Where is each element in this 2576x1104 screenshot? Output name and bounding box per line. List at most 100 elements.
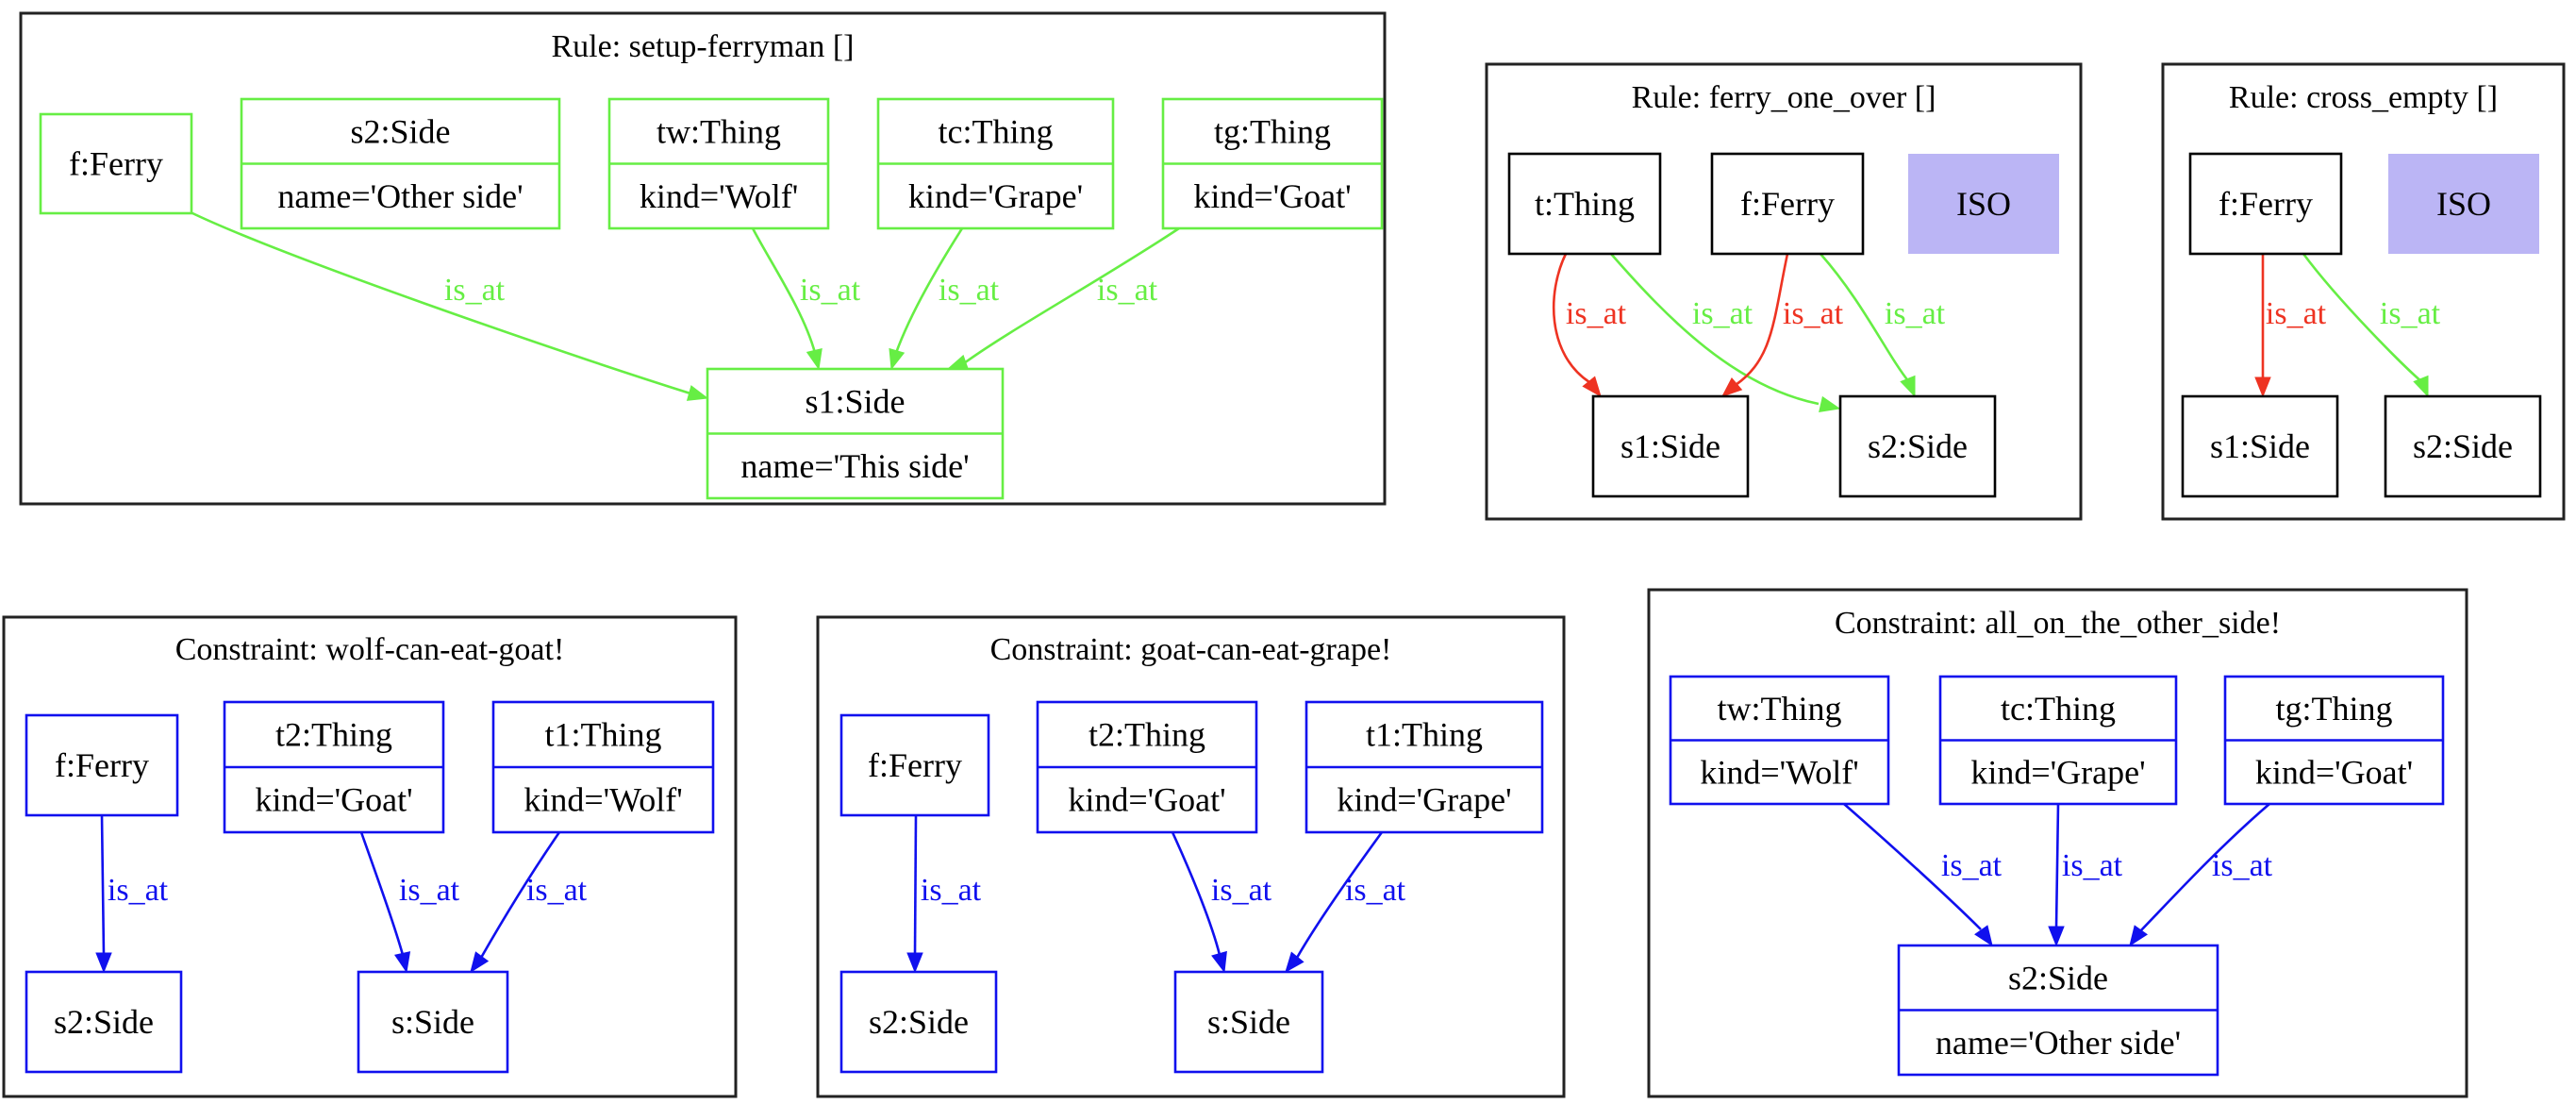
panel-title: Constraint: goat-can-eat-grape! [990, 632, 1392, 667]
node-box [2384, 394, 2542, 498]
node-s2-side: s2:Side [25, 970, 183, 1074]
node-attribute: kind='Grape' [908, 177, 1083, 215]
node-name: f:Ferry [2219, 185, 2313, 223]
edge-line [1820, 253, 1911, 383]
node-name: s1:Side [1620, 427, 1720, 465]
arrowhead [1285, 951, 1305, 974]
node-s1-side: s1:Side [2181, 394, 2339, 498]
panel-constraint-all-on-the-other-side: Constraint: all_on_the_other_side! is_at i… [1647, 588, 2468, 1098]
node-box [2188, 152, 2343, 256]
edge-f-to-s2: is_at [2302, 253, 2441, 398]
arrowhead [686, 385, 709, 401]
edge-label: is_at [921, 873, 982, 908]
edge-ferry-to-s1: is_at [190, 210, 709, 401]
node-box [39, 112, 193, 215]
node-name: s:Side [1207, 1003, 1290, 1041]
panel-title: Rule: ferry_one_over [] [1632, 80, 1936, 115]
node-box [1507, 152, 1662, 256]
node-attribute: name='Other side' [277, 177, 523, 215]
edge-label: is_at [108, 873, 169, 908]
node-name: t:Thing [1535, 185, 1635, 223]
node-tg-thing: tg:Thing kind='Goat' [2223, 675, 2445, 806]
node-name: s2:Side [54, 1003, 154, 1041]
node-f-ferry: f:Ferry [25, 713, 179, 817]
edge-label: is_at [526, 873, 588, 908]
arrowhead [1720, 377, 1743, 397]
edge-line [2302, 253, 2423, 383]
arrowhead [394, 951, 411, 974]
edge-f-to-s1: is_at [2254, 254, 2327, 398]
edge-t2-to-s: is_at [359, 831, 460, 974]
arrowhead [2413, 375, 2429, 398]
node-name: s:Side [391, 1003, 474, 1041]
node-box [1710, 152, 1865, 256]
node-name: tw:Thing [1718, 690, 1842, 728]
panel-frame [816, 615, 1566, 1098]
edge-line [913, 814, 918, 956]
node-box [357, 970, 509, 1074]
edge-t-to-s2: is_at [1610, 253, 1841, 412]
node-s1-side: s1:Side name='This side' [706, 367, 1005, 500]
edge-line [751, 227, 817, 354]
edge-t1-to-s: is_at [1285, 831, 1406, 974]
node-attribute: kind='Goat' [2255, 753, 2413, 791]
node-name: t2:Thing [1089, 716, 1205, 754]
arrowhead [1974, 925, 1993, 947]
node-name: f:Ferry [55, 746, 149, 784]
node-name: tg:Thing [2276, 690, 2393, 728]
edge-line [100, 814, 106, 956]
panel-frame [1647, 588, 2468, 1098]
edge-line [2054, 803, 2060, 929]
node-box [25, 713, 179, 817]
node-f-ferry: f:Ferry [1710, 152, 1865, 256]
arrowhead [95, 952, 112, 974]
edge-line [963, 226, 1180, 365]
node-name: s2:Side [2413, 427, 2513, 465]
edge-line [894, 227, 964, 354]
node-name: s2:Side [1868, 427, 1968, 465]
node-box [1838, 394, 1997, 498]
edge-line [2138, 803, 2270, 933]
node-t2-thing: t2:Thing kind='Goat' [1036, 700, 1258, 834]
node-attribute: kind='Goat' [1068, 781, 1225, 819]
node-name: s1:Side [805, 382, 905, 420]
node-name: s2:Side [2008, 959, 2108, 996]
iso-box [1908, 154, 2059, 254]
edge-label: is_at [1941, 848, 2003, 883]
node-name: f:Ferry [868, 746, 962, 784]
node-name: s1:Side [2210, 427, 2310, 465]
edge-tc-to-s1: is_at [889, 227, 1000, 371]
edge-tg-to-s2: is_at [2129, 803, 2273, 947]
node-f-ferry: f:Ferry [39, 112, 193, 215]
node-iso: ISO [2388, 154, 2539, 254]
edge-tw-to-s1: is_at [751, 227, 861, 371]
edge-line [1552, 253, 1590, 384]
iso-box [2388, 154, 2539, 254]
iso-label: ISO [2436, 185, 2491, 223]
node-name: tc:Thing [2001, 690, 2116, 728]
edge-f-to-s1: is_at [1720, 253, 1844, 397]
arrowhead [1211, 950, 1227, 974]
node-s-side: s:Side [1173, 970, 1324, 1074]
edge-line [1610, 253, 1820, 406]
node-s1-side: s1:Side [1591, 394, 1750, 498]
node-attribute: name='This side' [740, 447, 969, 485]
node-name: t1:Thing [1366, 716, 1483, 754]
panel-title: Constraint: all_on_the_other_side! [1835, 606, 2281, 641]
arrowhead [806, 348, 823, 371]
node-attribute: kind='Wolf' [1700, 753, 1858, 791]
node-attribute: kind='Grape' [1970, 753, 2145, 791]
node-box [25, 970, 183, 1074]
node-name: t2:Thing [275, 716, 392, 754]
node-tw-thing: tw:Thing kind='Wolf' [1669, 675, 1890, 806]
edge-t2-to-s: is_at [1171, 831, 1272, 974]
edge-label: is_at [444, 273, 506, 308]
node-s2-side: s2:Side [1838, 394, 1997, 498]
